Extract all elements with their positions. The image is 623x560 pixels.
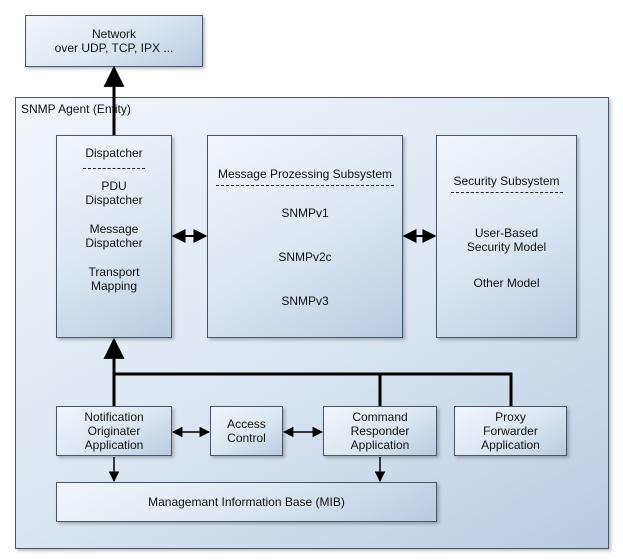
message-processing-subsystem-box: Message Prozessing Subsystem SNMPv1 SNMP…: [207, 135, 403, 338]
command-line1: Command: [352, 410, 408, 424]
transport-mapping-line1: Transport: [88, 265, 140, 279]
dispatcher-divider: [83, 168, 145, 169]
security-divider: [450, 192, 563, 193]
snmp-agent-title: SNMP Agent (Entity): [21, 102, 131, 116]
mib-box: Managemant Information Base (MIB): [56, 482, 437, 522]
command-line3: Application: [350, 438, 410, 452]
security-title: Security Subsystem: [453, 174, 560, 188]
security-subsystem-box: Security Subsystem User-Based Security M…: [436, 135, 577, 338]
notification-line1: Notification: [84, 410, 144, 424]
command-line2: Responder: [350, 424, 410, 438]
access-control-box: Access Control: [210, 406, 283, 456]
command-responder-box: Command Responder Application: [323, 406, 437, 456]
snmpv1-label: SNMPv1: [281, 206, 329, 220]
access-control-line2: Control: [227, 431, 266, 445]
mib-label: Managemant Information Base (MIB): [148, 495, 345, 509]
access-control-line1: Access: [227, 417, 266, 431]
snmpv2c-label: SNMPv2c: [278, 250, 332, 264]
proxy-line1: Proxy: [495, 410, 526, 424]
dispatcher-title: Dispatcher: [85, 146, 143, 160]
pdu-dispatcher-line2: Dispatcher: [85, 193, 143, 207]
notification-originator-box: Notification Originater Application: [56, 406, 172, 456]
transport-mapping-line2: Mapping: [90, 279, 138, 293]
network-box: Network over UDP, TCP, IPX ...: [25, 15, 203, 67]
message-processing-title: Message Prozessing Subsystem: [217, 167, 393, 181]
notification-line3: Application: [84, 438, 144, 452]
proxy-line3: Application: [481, 438, 540, 452]
other-model-label: Other Model: [473, 276, 540, 290]
proxy-line2: Forwarder: [483, 424, 538, 438]
dispatcher-box: Dispatcher PDU Dispatcher Message Dispat…: [56, 135, 172, 338]
message-dispatcher-line1: Message: [89, 222, 139, 236]
pdu-dispatcher-line1: PDU: [101, 179, 127, 193]
message-processing-divider: [216, 185, 394, 186]
notification-line2: Originater: [87, 424, 141, 438]
user-based-security-line1: User-Based: [474, 226, 539, 240]
network-label: Network: [91, 27, 136, 41]
user-based-security-line2: Security Model: [466, 240, 547, 254]
snmpv3-label: SNMPv3: [281, 294, 329, 308]
network-protocols: over UDP, TCP, IPX ...: [54, 41, 174, 55]
message-dispatcher-line2: Dispatcher: [85, 236, 143, 250]
proxy-forwarder-box: Proxy Forwarder Application: [454, 406, 567, 456]
